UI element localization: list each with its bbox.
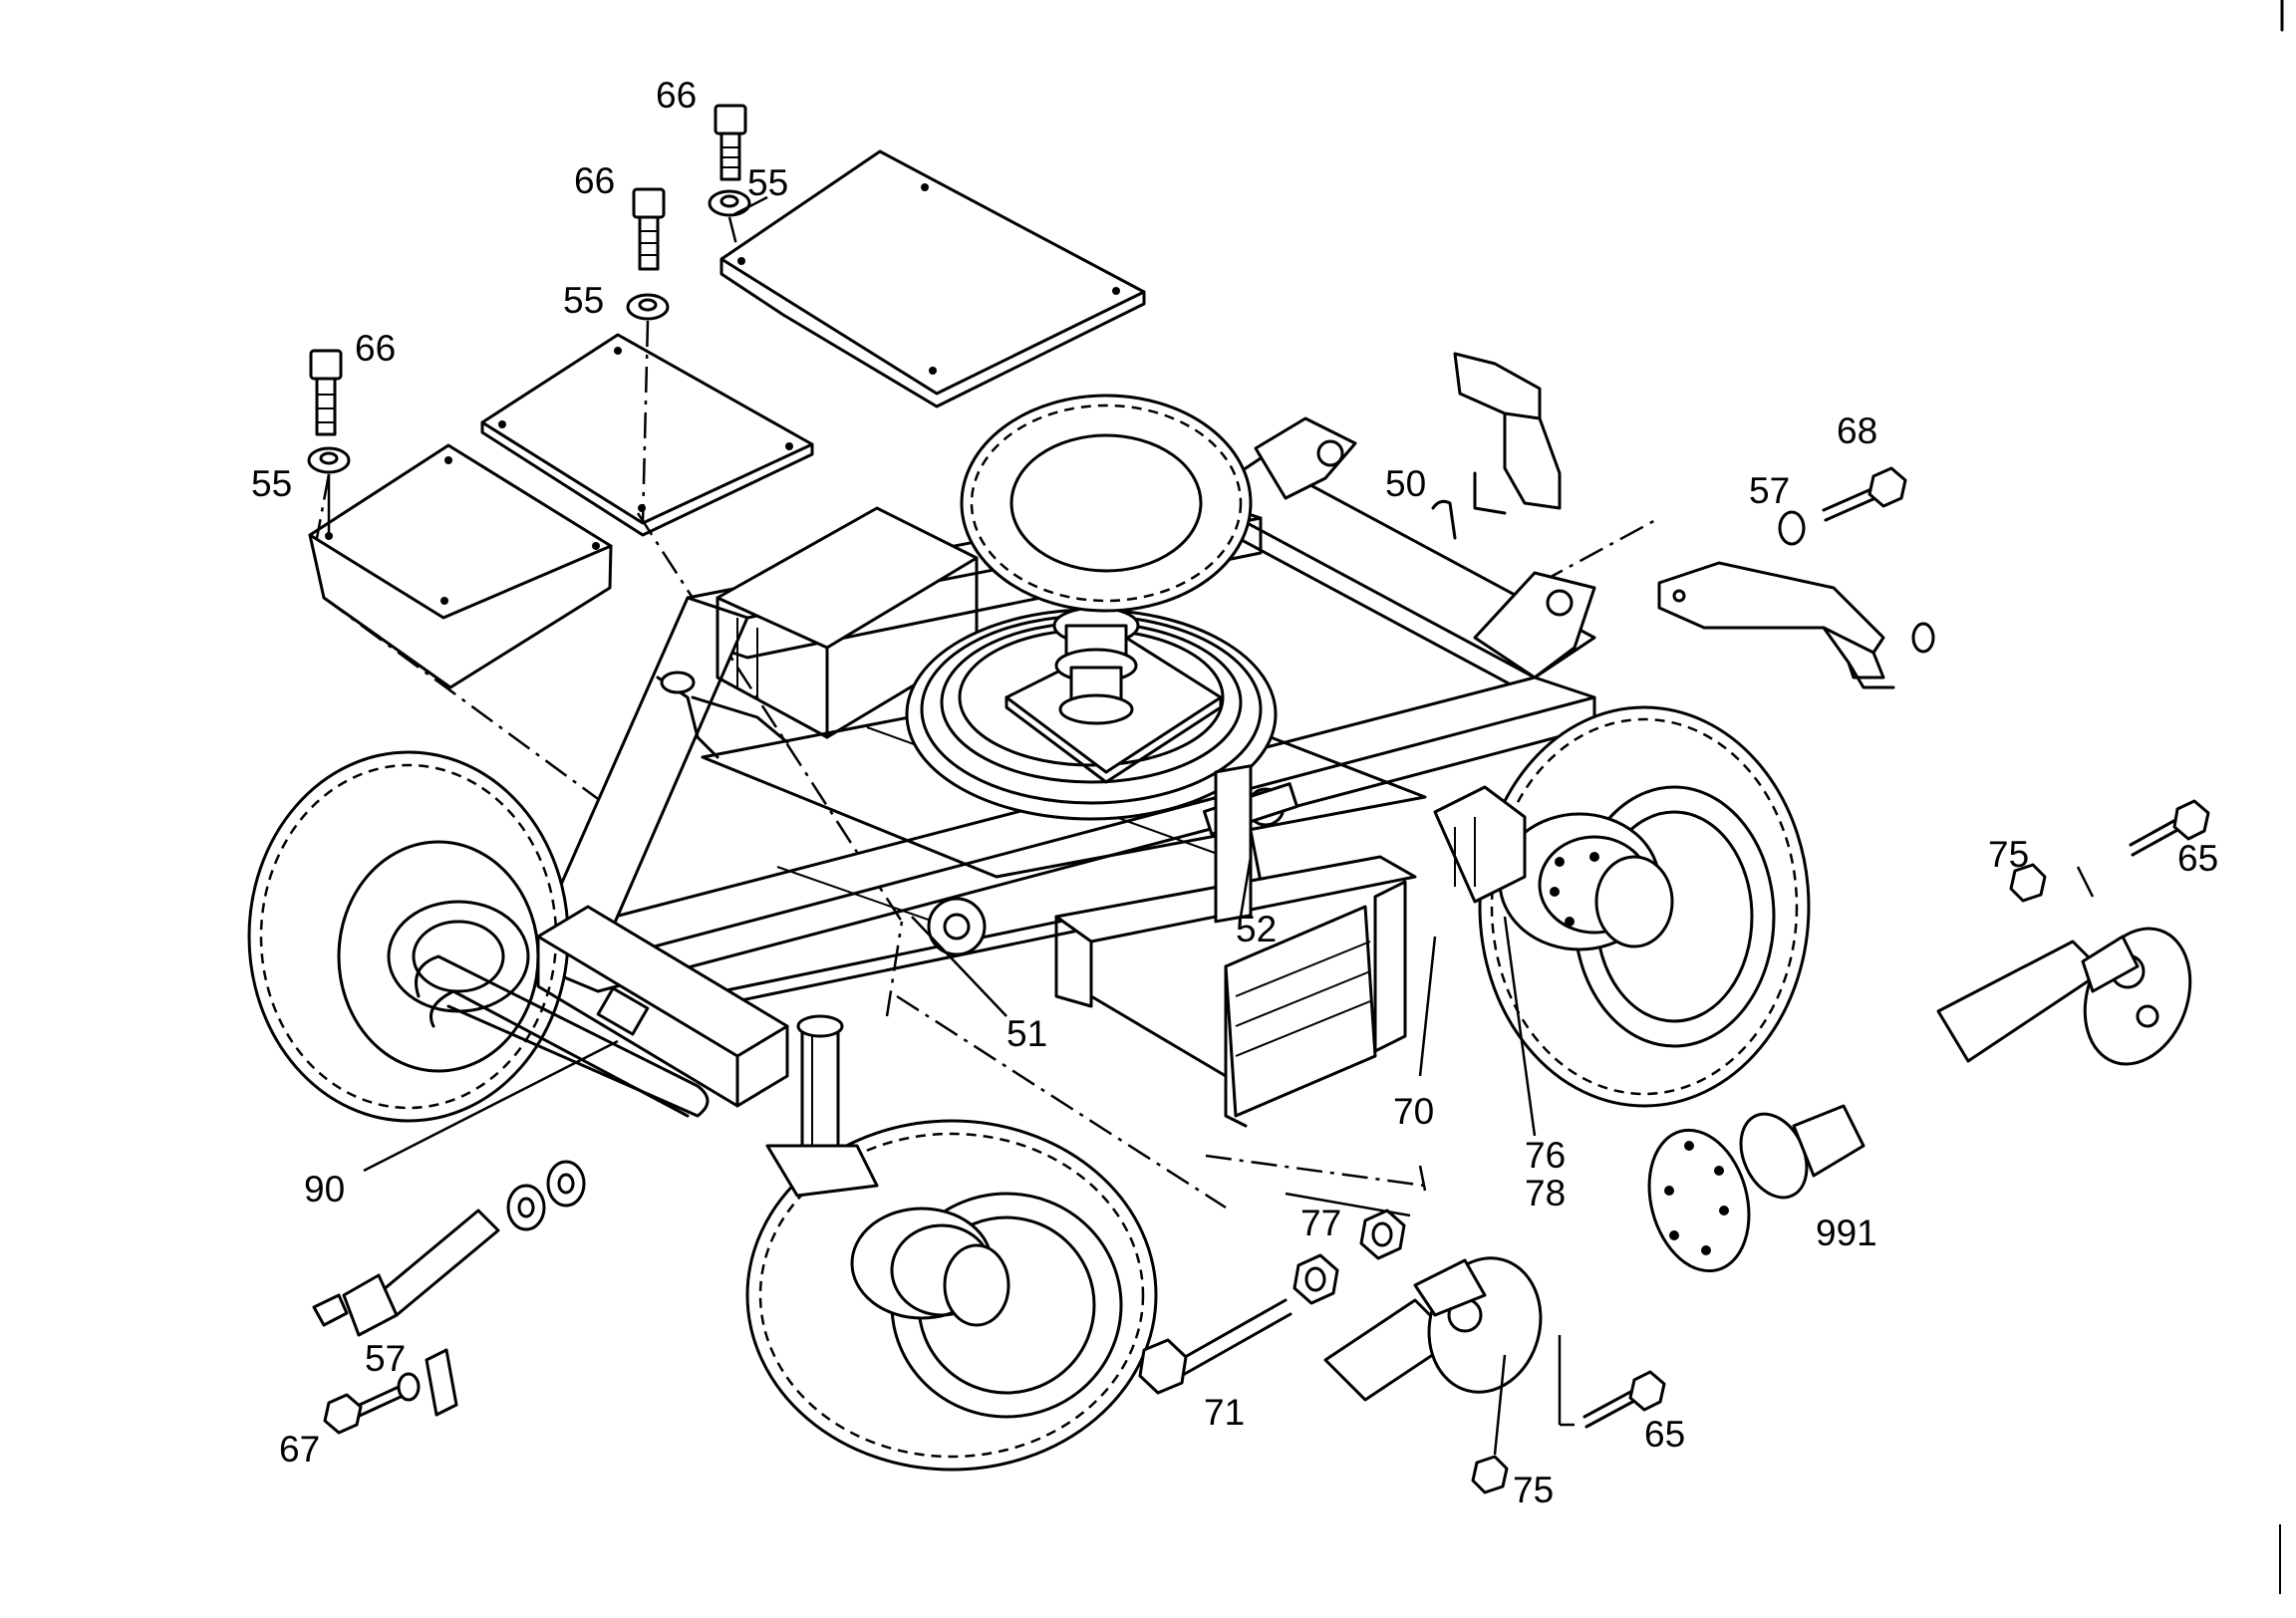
label-51: 51	[1006, 1013, 1047, 1054]
wheel-rear-right	[960, 394, 1253, 613]
hex-bolt-66-middle	[632, 187, 666, 271]
label-68: 68	[1837, 410, 1877, 451]
support-arm-bracket	[1657, 561, 1895, 689]
washer-55-left	[307, 446, 351, 474]
label-78: 78	[1525, 1173, 1566, 1214]
flange-yoke-991	[1647, 1104, 1866, 1273]
label-50: 50	[1385, 463, 1426, 504]
clip-50	[1431, 499, 1457, 540]
label-66-left: 66	[355, 328, 396, 369]
washer-55-middle	[626, 293, 670, 321]
counterweight-frame	[1054, 764, 1417, 1128]
tow-bar-90	[415, 954, 710, 1118]
bracket-50	[1453, 352, 1562, 515]
hex-bolt-67	[323, 1385, 403, 1435]
label-71: 71	[1204, 1392, 1245, 1433]
label-57-bottom: 57	[365, 1338, 406, 1379]
label-76: 76	[1525, 1135, 1566, 1176]
label-55-middle: 55	[563, 280, 604, 321]
label-66-top: 66	[656, 75, 697, 116]
wheel-hub-right	[1498, 812, 1674, 951]
chassis-frame	[536, 416, 1596, 993]
nut-77-a	[1292, 1253, 1339, 1305]
pivot-pin	[312, 1209, 500, 1337]
washer-55-top	[708, 189, 751, 217]
locking-plate	[425, 1348, 458, 1417]
label-991: 991	[1816, 1213, 1877, 1253]
hex-bolt-66-left	[309, 349, 343, 436]
label-70: 70	[1393, 1091, 1434, 1132]
label-57-top: 57	[1749, 470, 1790, 511]
propeller-shaft-right	[1936, 927, 2192, 1066]
front-kingpin	[765, 1014, 879, 1198]
propeller-shaft-bottom	[1323, 1256, 1543, 1402]
label-75-right: 75	[1988, 834, 2029, 875]
washers-front	[506, 1160, 586, 1231]
nut-75-bottom	[1471, 1455, 1509, 1494]
hex-bolt-65-bottom	[1582, 1370, 1666, 1429]
washer-57-bottom	[397, 1372, 421, 1402]
label-55-left: 55	[251, 463, 292, 504]
label-65-bottom: 65	[1644, 1414, 1685, 1455]
leader-lines	[327, 195, 2095, 1456]
label-77: 77	[1300, 1203, 1341, 1243]
hex-bolt-71	[1138, 1298, 1292, 1395]
cover-plate-middle	[480, 333, 814, 537]
label-67: 67	[279, 1429, 320, 1470]
label-75-bottom: 75	[1513, 1470, 1554, 1510]
label-55-top: 55	[747, 162, 788, 203]
label-66-middle: 66	[574, 160, 615, 201]
label-65-right: 65	[2177, 838, 2218, 879]
front-bumper	[536, 905, 789, 1108]
hex-bolt-65-right	[2129, 799, 2210, 857]
alignment-lines	[315, 216, 1660, 1210]
nut-75-right	[2009, 863, 2047, 903]
hex-bolt-66-top	[714, 104, 747, 181]
label-90: 90	[304, 1169, 345, 1210]
label-52: 52	[1236, 909, 1277, 949]
cover-plate-top	[719, 149, 1146, 408]
hex-bolt-68	[1822, 466, 1907, 522]
nut-77-b	[1359, 1209, 1406, 1260]
axle-bracket-right	[1433, 785, 1527, 904]
washer-57-top	[1778, 510, 1806, 546]
wheel-hub-front-bottom	[850, 1207, 1010, 1327]
nut-57-right	[1911, 622, 1935, 654]
cover-plate-left	[308, 443, 613, 689]
